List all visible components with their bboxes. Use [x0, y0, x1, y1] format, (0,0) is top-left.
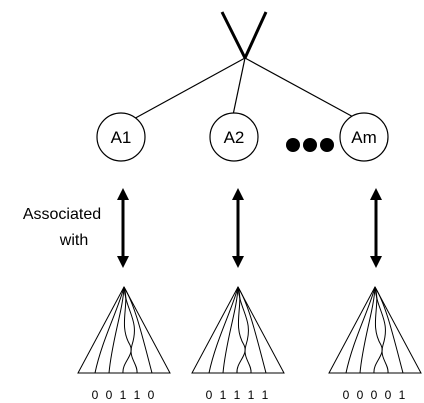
tree-branch: [373, 286, 383, 374]
tree-branch: [237, 286, 267, 374]
node-circle: [339, 112, 389, 162]
node-circle: [209, 112, 259, 162]
tree-3-bits: 0 0 0 0 1: [343, 388, 408, 402]
fork-connectors: [129, 57, 358, 122]
tree-branch: [94, 286, 125, 374]
ellipsis-dots: [286, 138, 334, 152]
tree-branch: [237, 286, 252, 374]
tree-3: 0 0 0 0 1: [328, 285, 422, 402]
tree-triangle: [77, 285, 171, 374]
association-line-2: with: [59, 232, 88, 249]
node-am-label: Am: [351, 128, 377, 147]
tree-branch: [359, 286, 376, 374]
tree-2-bits: 0 1 1 1 1: [206, 388, 271, 402]
association-line-1: Associated: [23, 206, 101, 223]
node-circle: [96, 112, 146, 162]
tree-2: 0 1 1 1 1: [191, 285, 285, 402]
tree-branch: [122, 286, 132, 374]
tree-triangle: [328, 285, 422, 374]
association-arrows: [117, 188, 382, 268]
tree-branch: [108, 286, 125, 374]
tree-1-bits: 0 0 1 1 0: [92, 388, 157, 402]
tree-branch: [208, 286, 239, 374]
top-fork: [220, 11, 268, 59]
tree-branch: [345, 286, 376, 374]
association-label: Associated with: [23, 206, 101, 249]
node-a2: A2: [209, 112, 259, 162]
tree-branch: [123, 286, 138, 374]
tree-branch: [222, 286, 239, 374]
tree-1: 0 0 1 1 0: [77, 285, 171, 402]
node-a2-label: A2: [224, 128, 245, 147]
tree-triangle: [191, 285, 285, 374]
node-a1-label: A1: [111, 128, 132, 147]
tree-branch: [236, 286, 246, 374]
tree-branch: [123, 286, 153, 374]
node-a1: A1: [96, 112, 146, 162]
tree-branch: [374, 286, 389, 374]
node-am: Am: [339, 112, 389, 162]
tree-branch: [374, 286, 404, 374]
